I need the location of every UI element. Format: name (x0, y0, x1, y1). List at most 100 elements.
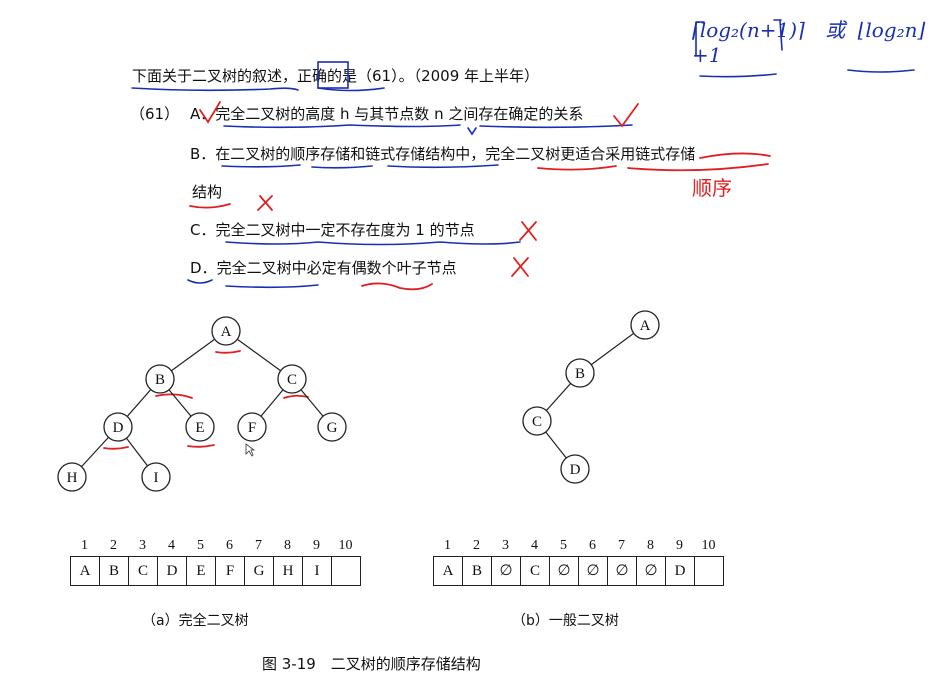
array-a-index: 10 (338, 538, 353, 553)
option-c-text: 完全二叉树中一定不存在度为 1 的节点 (215, 221, 475, 239)
tree-a-node: I (141, 462, 171, 492)
option-d-underline (225, 284, 319, 289)
array-a-index: 7 (255, 538, 262, 553)
array-b-cell: ∅ (550, 557, 579, 585)
array-a-cell: I (303, 557, 332, 585)
array-a: 1 2 3 4 5 6 7 8 9 10 A B C D E F G H I (70, 538, 361, 586)
tree-b-edges (536, 324, 646, 470)
array-b-cell: ∅ (608, 557, 637, 585)
array-b-cell (695, 557, 723, 585)
tree-b-label-a: A (640, 318, 651, 334)
question-stem: 下面关于二叉树的叙述，正确的是（61）。（2009 年上半年） (132, 67, 540, 85)
option-b-label: B． (190, 145, 216, 163)
array-a-cell: C (129, 557, 158, 585)
option-b-underlines (221, 164, 499, 169)
correct-underline (317, 87, 385, 92)
array-b-index: 10 (701, 538, 716, 553)
array-a-cell: D (158, 557, 187, 585)
tree-a-node: F (237, 412, 267, 442)
option-c: C．完全二叉树中一定不存在度为 1 的节点 (190, 220, 475, 240)
option-d-cross (511, 257, 529, 277)
array-a-index: 6 (226, 538, 233, 553)
array-b-index: 1 (444, 538, 451, 553)
tree-a-label-b: B (155, 372, 165, 388)
tree-a-node: E (185, 412, 215, 442)
tree-a-node: A (211, 316, 241, 346)
handwritten-formula: ⌈log₂(n+1)⌉ 或 ⌊log₂n⌋+1 (692, 14, 939, 67)
caption-a: （a）完全二叉树 (142, 613, 249, 629)
array-b: 1 2 3 4 5 6 7 8 9 10 A B ∅ C ∅ ∅ ∅ ∅ D (433, 538, 724, 586)
tree-a-label-i: I (154, 470, 159, 486)
formula-underline-right (847, 69, 915, 73)
tree-a-node: D (103, 412, 133, 442)
tree-a-label-d: D (113, 420, 124, 436)
tree-mark-d (103, 446, 129, 450)
option-b-cross (257, 195, 273, 211)
option-c-label: C． (190, 221, 216, 239)
option-b-continued-underline (189, 203, 231, 209)
array-b-index: 4 (531, 538, 538, 553)
option-d-label: D． (190, 259, 217, 277)
array-b-cell: ∅ (637, 557, 666, 585)
tree-a-label-f: F (248, 420, 256, 436)
tree-a-node: C (277, 364, 307, 394)
tree-a-label-g: G (327, 420, 338, 436)
array-a-index: 5 (197, 538, 204, 553)
ceil-bracket-mark (695, 19, 783, 57)
caption-b: （b）一般二叉树 (512, 613, 619, 629)
array-a-index: 1 (81, 538, 88, 553)
array-a-cells: A B C D E F G H I (70, 556, 361, 586)
option-b-red-underline (537, 163, 769, 172)
option-b-continued: 结构 (192, 183, 223, 201)
array-a-index: 9 (313, 538, 320, 553)
array-b-index: 5 (560, 538, 567, 553)
tree-mark-e (187, 444, 215, 448)
tree-a-node: B (145, 364, 175, 394)
tree-b-label-c: C (532, 414, 542, 430)
tree-b-node: B (565, 358, 595, 388)
option-a: A．完全二叉树的高度 h 与其节点数 n 之间存在确定的关系 (190, 104, 583, 124)
mouse-cursor-icon (245, 443, 256, 457)
array-a-index: 3 (139, 538, 146, 553)
tree-b-node: A (630, 310, 660, 340)
tree-mark-a (215, 350, 241, 354)
array-b-cell: ∅ (492, 557, 521, 585)
array-a-index: 8 (284, 538, 291, 553)
option-d-text: 完全二叉树中必定有偶数个叶子节点 (216, 259, 457, 277)
array-b-index: 8 (647, 538, 654, 553)
option-a-check (199, 101, 221, 124)
tree-a-label-a: A (221, 324, 232, 340)
option-b-strike (699, 152, 771, 159)
correct-box (317, 61, 349, 89)
tree-a-label-c: C (287, 372, 297, 388)
tree-mark-c (283, 394, 309, 399)
array-a-cell: G (245, 557, 274, 585)
array-b-cell: C (521, 557, 550, 585)
tree-mark-b (155, 393, 193, 399)
option-c-underline (225, 241, 521, 246)
tree-b-label-b: B (575, 366, 585, 382)
array-a-index: 2 (110, 538, 117, 553)
array-a-cell: H (274, 557, 303, 585)
handwritten-word: 顺序 (692, 176, 732, 200)
array-b-index: 7 (618, 538, 625, 553)
array-b-index: 2 (473, 538, 480, 553)
option-a-check-2 (613, 103, 639, 128)
tree-a-label-e: E (195, 420, 204, 436)
formula-underline-left (699, 73, 777, 78)
option-a-caret (467, 127, 477, 136)
array-b-index: 6 (589, 538, 596, 553)
array-b-cell: D (666, 557, 695, 585)
option-d-curve (187, 279, 213, 284)
array-b-cell: B (463, 557, 492, 585)
formula-right: ⌊log₂n⌋+1 (692, 18, 926, 67)
array-b-index: 9 (676, 538, 683, 553)
tree-a-node: H (57, 462, 87, 492)
array-b-cells: A B ∅ C ∅ ∅ ∅ ∅ D (433, 556, 724, 586)
option-a-underline (223, 124, 461, 129)
array-b-indices: 1 2 3 4 5 6 7 8 9 10 (433, 538, 724, 556)
array-a-cell (332, 557, 360, 585)
array-a-cell: E (187, 557, 216, 585)
array-b-cell: ∅ (579, 557, 608, 585)
